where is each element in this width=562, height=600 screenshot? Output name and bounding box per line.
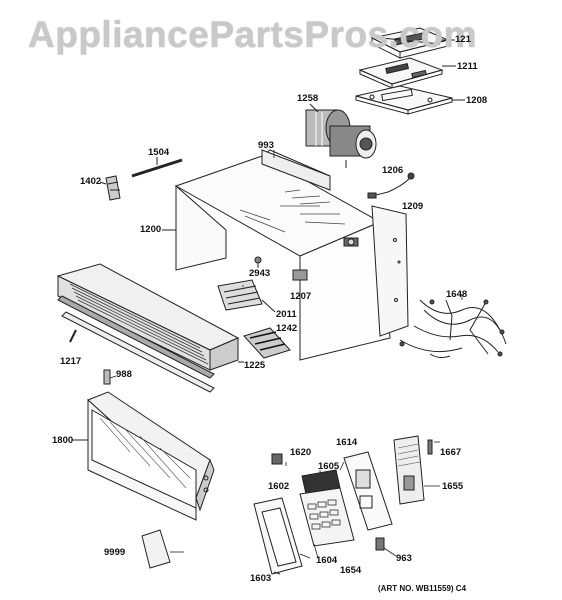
part-label-2943: 2943 bbox=[249, 268, 271, 279]
plate-1211 bbox=[358, 57, 444, 89]
grille-2011 bbox=[217, 279, 263, 311]
part-label-1604: 1604 bbox=[316, 555, 338, 566]
front-grille-1225 bbox=[56, 263, 240, 393]
part-label-1242: 1242 bbox=[276, 323, 298, 334]
part-label-1605: 1605 bbox=[318, 461, 340, 472]
wire-harness-1648 bbox=[399, 299, 507, 359]
part-label-1620: 1620 bbox=[290, 447, 312, 458]
part-label-1258: 1258 bbox=[297, 93, 319, 104]
part-label-988: 988 bbox=[116, 369, 132, 380]
part-label-1225: 1225 bbox=[244, 360, 266, 371]
door-frame-1602 bbox=[253, 497, 303, 575]
part-label-1655: 1655 bbox=[442, 481, 464, 492]
plate-1208 bbox=[355, 85, 453, 115]
part-label-1667: 1667 bbox=[440, 447, 462, 458]
part-label-1207: 1207 bbox=[290, 291, 312, 302]
part-label-1402: 1402 bbox=[80, 176, 102, 187]
watermark-logo: AppliancePartsPros.com bbox=[28, 14, 477, 55]
blower-motor-1258 bbox=[305, 109, 377, 168]
art-number: (ART NO. WB11559) C4 bbox=[378, 584, 467, 593]
keypad-1654 bbox=[299, 487, 355, 547]
part-label-1200: 1200 bbox=[140, 224, 162, 235]
part-label-1654: 1654 bbox=[340, 565, 362, 576]
part-label-1614: 1614 bbox=[336, 437, 358, 448]
door-1800 bbox=[87, 391, 215, 521]
part-label-2011: 2011 bbox=[276, 309, 297, 320]
cabinet-1200 bbox=[174, 149, 409, 361]
part-label-1504: 1504 bbox=[148, 147, 170, 158]
filter-1242 bbox=[243, 327, 291, 359]
part-label-1209: 1209 bbox=[402, 201, 424, 212]
part-label-1602: 1602 bbox=[268, 481, 290, 492]
clip-1402 bbox=[105, 175, 121, 201]
cover-plate-121 bbox=[370, 27, 450, 59]
part-label-1603: 1603 bbox=[250, 573, 272, 584]
part-label-1648: 1648 bbox=[446, 289, 468, 300]
part-label-1211: 1211 bbox=[457, 61, 478, 72]
sensor-1206 bbox=[367, 172, 415, 199]
part-label-121: 121 bbox=[455, 34, 471, 45]
part-label-1208: 1208 bbox=[466, 95, 488, 106]
part-label-1800: 1800 bbox=[52, 435, 74, 446]
part-label-1217: 1217 bbox=[60, 356, 82, 367]
part-label-993: 993 bbox=[258, 140, 274, 151]
control-bracket-1614 bbox=[343, 451, 393, 531]
part-label-963: 963 bbox=[396, 553, 412, 564]
part-label-9999: 9999 bbox=[104, 547, 126, 558]
part-label-1206: 1206 bbox=[382, 165, 404, 176]
control-board-1655 bbox=[393, 435, 425, 505]
